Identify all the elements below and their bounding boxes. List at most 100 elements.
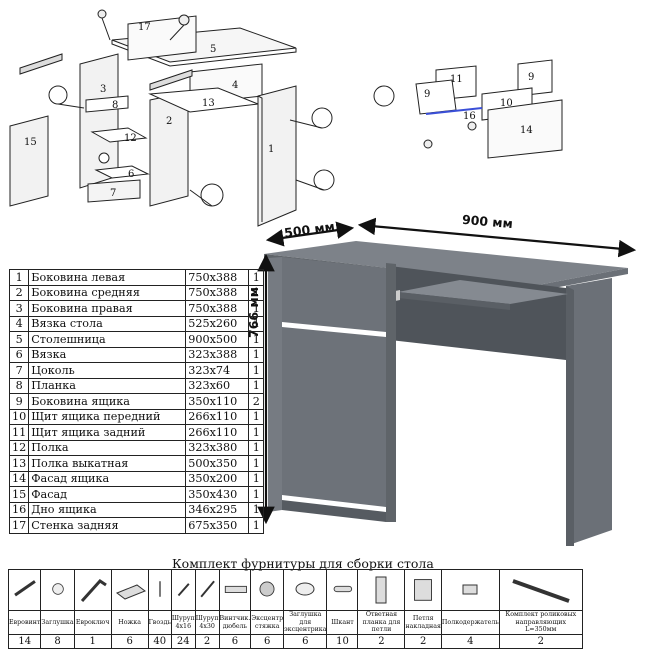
kit-count: 2 (194, 634, 220, 649)
kit-title: Комплект фурнитуры для сборки стола (172, 556, 434, 571)
drawer-panel-9-left (415, 79, 457, 115)
part-size: 525x260 (185, 315, 250, 332)
drawer-callout-10: 10 (500, 98, 513, 109)
drawer-detail (373, 59, 563, 159)
part-name: Полка (28, 439, 187, 456)
part-number: 2 (8, 284, 30, 301)
kit-count: 4 (440, 634, 500, 649)
panel-2 (149, 91, 189, 207)
part-name: Фасад ящика (28, 470, 187, 487)
part-name: Фасад (28, 486, 187, 503)
desk-leg-right (566, 278, 612, 546)
kit-label: Шуруп 4х30 (194, 610, 220, 635)
part-size: 350x430 (185, 486, 250, 503)
callout-6: 6 (128, 169, 134, 180)
rail-icon (498, 569, 583, 611)
callout-2: 2 (166, 116, 172, 127)
callout-labels: 1 2 3 4 5 6 7 8 12 13 15 17 9 10 11 14 1… (24, 22, 534, 199)
callout-13: 13 (202, 98, 215, 109)
kit-count: 6 (283, 634, 328, 649)
part-qty: 1 (248, 315, 265, 332)
part-qty: 1 (248, 486, 265, 503)
part-name: Вязка (28, 346, 187, 363)
part-size: 900x500 (185, 331, 250, 348)
part-name: Щит ящика передний (28, 408, 187, 425)
kit-label: Петля накладная (404, 610, 442, 635)
screw-long-icon (194, 569, 220, 611)
kit-count: 2 (404, 634, 442, 649)
keyboard-shelf (398, 280, 568, 304)
panel-13 (148, 87, 259, 113)
pin-icon (326, 569, 359, 611)
part-size: 500x350 (185, 455, 250, 472)
desk-render (264, 241, 628, 546)
drawer-callout-11: 11 (450, 74, 463, 85)
kit-count: 24 (170, 634, 196, 649)
drawer-callout-14: 14 (520, 125, 533, 136)
part-number: 14 (8, 470, 30, 487)
kit-label: Полкодержатель (440, 610, 500, 635)
part-number: 6 (8, 346, 30, 363)
drawer-panel-9-right (517, 59, 553, 97)
panel-1 (257, 85, 297, 227)
shelf-support-icon (440, 569, 500, 611)
callout-15: 15 (24, 137, 37, 148)
kit-label: Ножка (110, 610, 149, 635)
part-size: 350x110 (185, 393, 250, 410)
callout-5: 5 (210, 44, 216, 55)
kit-count: 8 (40, 634, 75, 649)
hinge-plate-icon (357, 569, 406, 611)
kit-count: 1 (73, 634, 112, 649)
panel-7 (87, 179, 141, 203)
hinge-icon (404, 569, 442, 611)
kit-label: Шуруп 4х16 (170, 610, 196, 635)
part-size: 323x60 (185, 377, 250, 394)
part-number: 1 (8, 269, 30, 286)
hex-key-icon (73, 569, 112, 611)
part-number: 13 (8, 455, 30, 472)
part-number: 10 (8, 408, 30, 425)
callout-8: 8 (112, 100, 118, 111)
panel-6 (94, 165, 150, 179)
part-name: Дно ящика (28, 501, 187, 518)
part-number: 17 (8, 517, 30, 534)
part-number: 7 (8, 362, 30, 379)
part-size: 323x388 (185, 346, 250, 363)
panel-12 (90, 127, 148, 143)
part-qty: 1 (248, 300, 265, 317)
foot-icon (110, 569, 149, 611)
part-name: Щит ящика задний (28, 424, 187, 441)
part-qty: 1 (248, 470, 265, 487)
drawer-callout-9: 9 (424, 89, 430, 100)
part-number: 3 (8, 300, 30, 317)
kit-label: Заглушка (40, 610, 75, 635)
kit-label: Ответная планка для петли (357, 610, 406, 635)
kit-count: 2 (357, 634, 406, 649)
kit-count: 6 (110, 634, 149, 649)
part-name: Полка выкатная (28, 455, 187, 472)
kit-label: Шкант (326, 610, 359, 635)
part-size: 266x110 (185, 408, 250, 425)
drawer-facade (282, 257, 386, 332)
cam-cap-icon (283, 569, 328, 611)
drawer-bottom-16 (425, 107, 483, 115)
cam-icon (250, 569, 285, 611)
kit-label: Евроключ (73, 610, 112, 635)
kit-count: 2 (498, 634, 583, 649)
part-size: 350x200 (185, 470, 250, 487)
drawer-panel-14 (487, 99, 563, 159)
part-size: 323x380 (185, 439, 250, 456)
part-number: 11 (8, 424, 30, 441)
part-name: Планка (28, 377, 187, 394)
kit-count: 6 (250, 634, 285, 649)
nail-icon (147, 569, 172, 611)
